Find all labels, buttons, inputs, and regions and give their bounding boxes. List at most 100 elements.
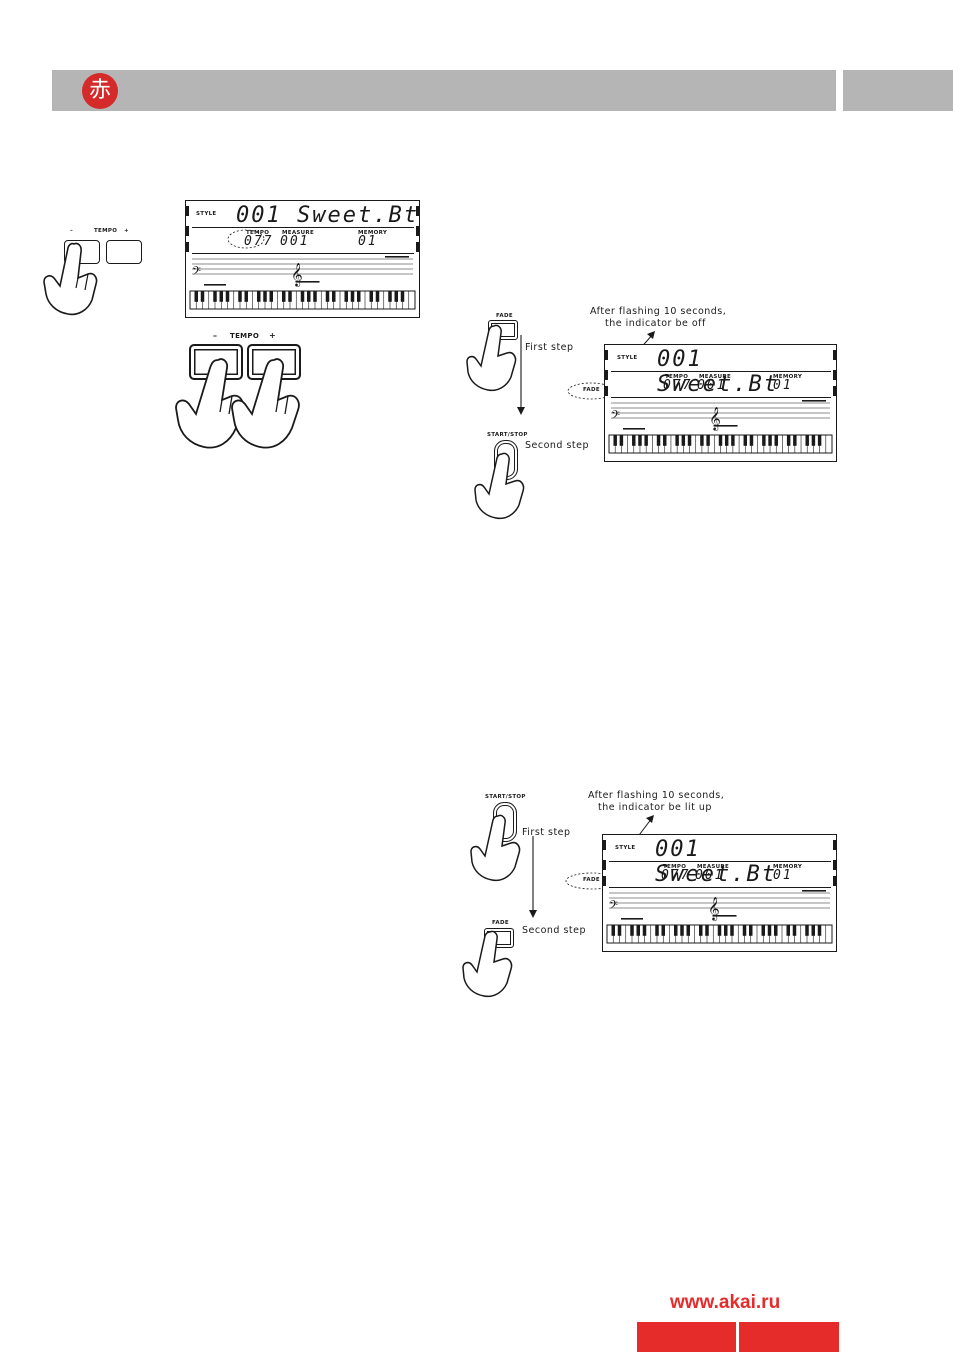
pointing-hand-icon <box>43 242 98 316</box>
lcd-display-2: STYLE 001 Sweet.Bt TEMPO 077 MEASURE 001… <box>604 344 837 462</box>
black-key <box>705 925 709 936</box>
style-readout: 001 Sweet.Bt <box>236 203 419 228</box>
small-tempo-label: TEMPO <box>94 228 118 234</box>
measure-label: MEASURE <box>697 864 730 870</box>
black-key <box>724 435 729 446</box>
black-key <box>761 925 765 936</box>
left-indicator <box>603 860 606 870</box>
black-key <box>269 291 273 302</box>
highlight-ellipse <box>227 229 265 249</box>
black-key <box>718 435 723 446</box>
left-indicator <box>605 350 608 360</box>
black-key <box>742 925 747 936</box>
black-key <box>805 435 809 446</box>
ledger-bar <box>712 915 737 917</box>
lcd-divider <box>609 861 831 862</box>
right-indicator <box>833 840 836 850</box>
right-indicator <box>833 386 836 396</box>
fade-button-label-2: FADE <box>496 313 513 319</box>
black-key <box>332 291 336 302</box>
note-line1-2: After flashing 10 seconds, <box>590 306 727 317</box>
note-line2-3: the indicator be lit up <box>598 802 712 813</box>
ledger-bar <box>621 918 643 920</box>
black-key <box>219 291 223 302</box>
lcd-lower-divider <box>609 887 831 888</box>
pointing-hand-icon-3a <box>470 814 521 882</box>
black-key <box>786 435 791 446</box>
left-indicator <box>186 206 189 216</box>
style-label: STYLE <box>196 211 217 217</box>
big-tempo-label: TEMPO <box>230 332 260 340</box>
right-indicator <box>833 350 836 360</box>
note-line1-3: After flashing 10 seconds, <box>588 790 725 801</box>
black-key <box>786 925 790 936</box>
footer-red-bar-right <box>739 1322 839 1352</box>
black-key <box>817 925 822 936</box>
black-key <box>325 291 330 302</box>
black-key <box>636 925 640 936</box>
right-indicator <box>833 876 836 886</box>
memory-label: MEMORY <box>773 864 803 870</box>
fade-indicator-label-2: FADE <box>583 387 600 393</box>
staff-and-keyboard: 𝄢𝄞 <box>186 206 419 310</box>
left-indicator <box>186 226 189 236</box>
black-key <box>307 291 311 302</box>
black-key <box>717 925 722 936</box>
brand-logo: 赤 <box>82 73 118 109</box>
black-key <box>805 925 809 936</box>
black-key <box>350 291 355 302</box>
pointing-hand-icon-3b <box>462 930 513 998</box>
measure-readout: 001 <box>695 868 725 883</box>
tempo-readout: 077 <box>244 234 274 249</box>
black-key <box>313 291 317 302</box>
black-key <box>686 925 690 936</box>
memory-readout: 01 <box>773 868 793 883</box>
lcd-display-1: STYLE 001 Sweet.Bt TEMPO 077 MEASURE 001… <box>185 200 420 318</box>
lcd-lower-divider <box>611 397 831 398</box>
pointing-hand-icon-2b <box>474 452 525 520</box>
step-arrow-2 <box>517 335 525 415</box>
black-key <box>375 291 380 302</box>
black-key <box>674 925 678 936</box>
black-key <box>656 435 661 446</box>
black-key <box>700 435 704 446</box>
black-key <box>638 435 642 446</box>
black-key <box>724 925 728 936</box>
black-key <box>743 435 748 446</box>
footer-red-bar-left <box>637 1322 736 1352</box>
big-tempo-minus: – <box>213 331 218 340</box>
tempo-plus-button[interactable] <box>106 240 142 264</box>
black-key <box>793 435 797 446</box>
measure-label: MEASURE <box>699 374 732 380</box>
black-key <box>642 925 647 936</box>
black-key <box>244 291 248 302</box>
left-indicator <box>603 840 606 850</box>
black-key <box>792 925 797 936</box>
ledger-bar <box>713 425 738 427</box>
black-key <box>617 925 622 936</box>
black-key <box>817 435 822 446</box>
big-tempo-plus: + <box>269 331 277 340</box>
first-step-label-3: First step <box>522 827 571 838</box>
black-key <box>687 435 692 446</box>
right-indicator <box>833 370 836 380</box>
left-indicator <box>603 876 606 886</box>
tempo-readout: 077 <box>663 378 693 393</box>
tempo-minus-button[interactable] <box>64 240 100 264</box>
black-key <box>675 435 679 446</box>
treble-clef-icon: 𝄞 <box>291 262 303 287</box>
black-key <box>706 435 710 446</box>
second-step-label-2: Second step <box>525 440 590 451</box>
black-key <box>730 925 734 936</box>
second-step-label-3: Second step <box>522 925 587 936</box>
fade-indicator-label-3: FADE <box>583 877 600 883</box>
black-key <box>768 435 772 446</box>
footer-url[interactable]: www.akai.ru <box>670 1292 781 1313</box>
black-key <box>644 435 648 446</box>
right-hand-icon <box>231 358 300 449</box>
ledger-bar <box>204 284 226 286</box>
black-key <box>681 435 686 446</box>
style-readout: 001 Sweet.Bt <box>657 347 779 397</box>
small-tempo-buttons: – TEMPO + <box>60 228 150 268</box>
black-key <box>811 925 815 936</box>
